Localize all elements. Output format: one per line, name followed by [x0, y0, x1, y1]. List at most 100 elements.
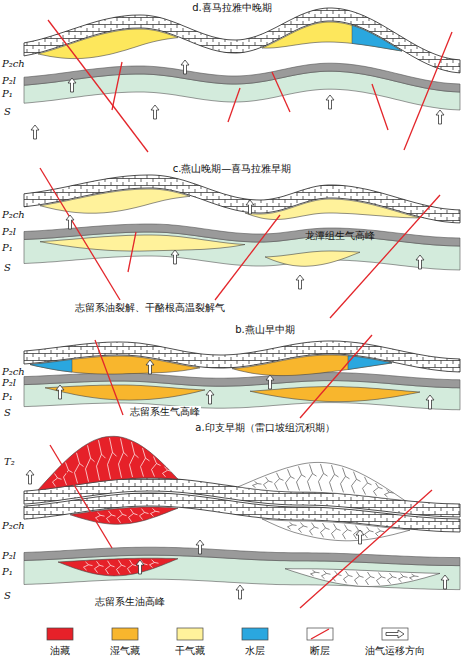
limestone-band — [24, 8, 460, 73]
limestone-band — [24, 175, 460, 223]
fracture-line — [150, 560, 159, 568]
fracture-line — [286, 469, 295, 490]
layer-label: P₁ — [2, 88, 13, 100]
water-layer — [348, 356, 392, 370]
p2l-stratum — [24, 63, 460, 92]
fracture-line — [53, 473, 62, 486]
panel-title: b.燕山早中期 — [235, 324, 295, 336]
reservoir-lens — [38, 436, 178, 490]
migration-arrow — [68, 78, 76, 92]
migration-arrow — [31, 125, 39, 139]
fracture-line — [108, 438, 117, 479]
fracture-line — [374, 483, 383, 496]
fracture-line — [330, 465, 339, 491]
migration-arrow — [436, 110, 444, 124]
fracture-line — [97, 440, 106, 480]
legend-text: 干气藏 — [175, 645, 205, 657]
layer-label: P₂ch — [2, 366, 25, 378]
fracture-line — [118, 510, 127, 523]
migration-arrow — [246, 200, 254, 214]
layer-label: P₂ch — [2, 58, 25, 70]
fracture-line — [75, 453, 84, 483]
fracture-line — [288, 522, 297, 529]
arrow-symbol — [386, 630, 404, 638]
fracture-line — [385, 490, 394, 497]
fracture-line — [332, 524, 341, 539]
layer-label: T₂ — [4, 456, 15, 468]
reservoir-lens — [45, 385, 205, 400]
fault-symbol — [311, 629, 329, 639]
reservoir-lens — [30, 356, 200, 374]
legend-swatch — [242, 628, 268, 640]
fracture-line — [322, 571, 331, 579]
fracture-line — [365, 527, 374, 538]
fault-line — [372, 84, 388, 130]
fracture-line — [355, 572, 364, 585]
fracture-line — [352, 472, 361, 494]
layer-label: P₂ch — [2, 520, 25, 532]
reservoir-lens — [40, 235, 245, 251]
legend-text: 水层 — [245, 645, 265, 657]
reservoir-lens — [70, 507, 178, 524]
fracture-line — [86, 445, 95, 481]
reservoir-lens — [262, 22, 402, 51]
migration-arrow — [356, 530, 364, 544]
fracture-line — [388, 573, 397, 584]
fracture-line — [117, 560, 126, 574]
fault-line — [272, 72, 290, 112]
fracture-line — [106, 561, 115, 574]
fracture-line — [130, 442, 139, 477]
reservoir-lens — [250, 387, 420, 402]
layer-label: P₂l — [2, 550, 16, 562]
fracture-line — [107, 511, 116, 522]
legend-text: 油藏 — [50, 645, 70, 657]
layer-label: S — [4, 262, 11, 274]
fracture-line — [366, 572, 375, 585]
fault-line — [40, 168, 120, 300]
fracture-line — [341, 468, 350, 493]
fracture-line — [152, 457, 161, 477]
panel-title: d.喜马拉雅中晚期 — [192, 2, 272, 14]
fracture-line — [141, 448, 150, 476]
migration-arrow — [326, 95, 334, 109]
fracture-line — [344, 571, 353, 583]
migration-arrow — [196, 540, 204, 554]
migration-arrow — [296, 275, 304, 289]
fault-line — [48, 20, 148, 152]
fracture-line — [140, 509, 149, 520]
annotation: 志留系生油高峰 — [94, 596, 166, 608]
fracture-line — [308, 464, 317, 490]
panel-title: c.燕山晚期—喜马拉雅早期 — [173, 163, 292, 175]
fracture-line — [410, 574, 419, 580]
fracture-line — [163, 467, 172, 477]
layer-label: P₂l — [2, 75, 16, 87]
reservoir-lens — [38, 29, 178, 59]
legend-swatch — [307, 628, 333, 640]
legend-text: 断层 — [310, 645, 330, 657]
fracture-line — [119, 439, 128, 478]
fault-line — [215, 215, 280, 300]
fracture-line — [321, 523, 330, 537]
fracture-line — [84, 562, 93, 570]
legend-swatch — [47, 628, 73, 640]
reservoir-lens — [265, 251, 360, 266]
layer-label: P₁ — [2, 566, 13, 578]
migration-arrow — [181, 60, 189, 74]
migration-arrow — [56, 385, 64, 399]
migration-arrow — [171, 250, 179, 264]
legend-swatch — [382, 628, 408, 640]
layer-label: S — [4, 106, 11, 118]
reservoir-lens — [238, 462, 405, 500]
layer-label: P₂l — [2, 377, 16, 389]
layer-label: S — [4, 590, 11, 602]
fracture-line — [129, 509, 138, 522]
annotation: 龙潭组生气高峰 — [305, 230, 375, 242]
migration-arrow — [236, 585, 244, 599]
fracture-line — [151, 509, 160, 517]
fracture-line — [128, 560, 137, 573]
fracture-line — [95, 561, 104, 572]
fracture-line — [343, 525, 352, 540]
reservoir-lens — [285, 569, 440, 587]
fracture-line — [399, 574, 408, 582]
fault-line — [112, 62, 122, 110]
